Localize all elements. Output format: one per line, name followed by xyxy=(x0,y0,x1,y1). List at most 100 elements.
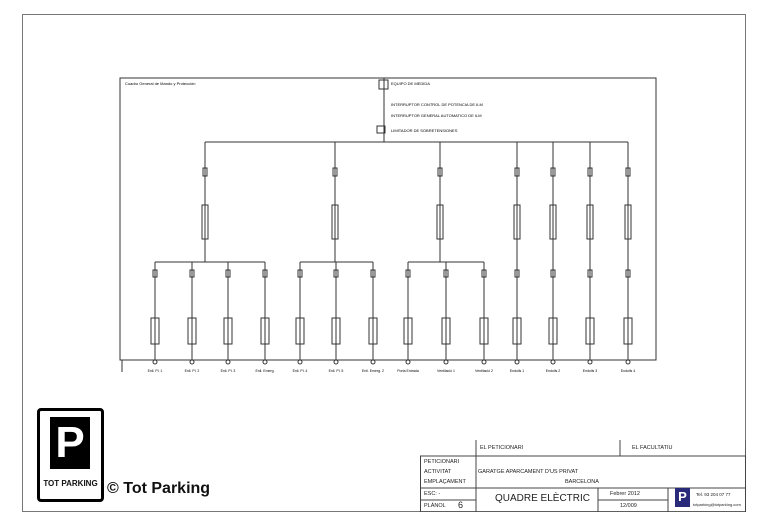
label-activitat: ACTIVITAT xyxy=(424,469,452,475)
cable-spec-block xyxy=(331,204,339,240)
output-breaker-icon xyxy=(514,269,520,278)
output-spec-block xyxy=(150,317,160,345)
reference: 12/009 xyxy=(620,503,637,509)
drawing-sheet xyxy=(22,14,746,512)
cable-spec-block xyxy=(436,204,444,240)
cable-spec-block xyxy=(513,204,521,240)
panel-frame xyxy=(119,77,657,361)
output-breaker-icon xyxy=(625,269,631,278)
output-spec-block xyxy=(223,317,233,345)
activitat-value: GARATGE APARCAMENT D'US PRIVAT xyxy=(478,469,579,475)
output-terminal-icon xyxy=(370,359,376,365)
label-esc: ESC: - xyxy=(424,491,441,497)
label-peticionari: PETICIONARI xyxy=(424,459,460,465)
email: totparking@totparking.com xyxy=(693,502,741,507)
output-terminal-icon xyxy=(625,359,631,365)
output-breaker-icon xyxy=(370,269,376,278)
output-terminal-icon xyxy=(297,359,303,365)
output-spec-block xyxy=(295,317,305,345)
phone: Tel. 93 204 07 77 xyxy=(696,492,731,497)
peticionari-header: EL PETICIONARI xyxy=(480,445,524,451)
breaker-icon xyxy=(202,167,208,177)
emplacament-value: BARCELONA xyxy=(565,479,599,485)
output-breaker-icon xyxy=(189,269,195,278)
iga-label: INTERRUPTOR GENERAL AUTOMATICO DE ILM xyxy=(391,113,482,118)
meter-icon xyxy=(378,79,389,90)
output-label: Ventilació 2 xyxy=(475,369,493,373)
output-terminal-icon xyxy=(333,359,339,365)
breaker-icon xyxy=(332,167,338,177)
planol-number: 6 xyxy=(458,500,464,510)
output-label: Enll. Pl. 2 xyxy=(185,369,200,373)
output-label: Endolls 3 xyxy=(583,369,597,373)
output-breaker-icon xyxy=(550,269,556,278)
breaker-icon xyxy=(587,167,593,177)
output-spec-block xyxy=(479,317,489,345)
output-label: Enll. Pl. 4 xyxy=(293,369,308,373)
label-planol: PLÀNOL xyxy=(424,503,446,509)
output-label: Ventilació 1 xyxy=(437,369,455,373)
limiter-icon xyxy=(376,125,386,134)
output-terminal-icon xyxy=(405,359,411,365)
label-emplacament: EMPLAÇAMENT xyxy=(424,479,466,485)
output-breaker-icon xyxy=(481,269,487,278)
facultatiu-header: EL FACULTATIU xyxy=(632,445,673,451)
limiter-label: LIMITADOR DE SOBRETENSIONES xyxy=(391,128,458,133)
breaker-icon xyxy=(514,167,520,177)
cable-spec-block xyxy=(549,204,557,240)
output-label: Endolls 1 xyxy=(510,369,524,373)
output-terminal-icon xyxy=(262,359,268,365)
output-terminal-icon xyxy=(587,359,593,365)
output-spec-block xyxy=(187,317,197,345)
output-breaker-icon xyxy=(405,269,411,278)
breaker-icon xyxy=(625,167,631,177)
output-terminal-icon xyxy=(481,359,487,365)
output-breaker-icon xyxy=(297,269,303,278)
icp-label: INTERRUPTOR CONTROL DE POTENCIA DE ILM xyxy=(391,102,483,107)
output-spec-block xyxy=(331,317,341,345)
meter-label: EQUIPO DE MEDIDA xyxy=(391,81,430,86)
plan-title: QUADRE ELÈCTRIC xyxy=(495,493,591,504)
mini-logo: P xyxy=(675,488,690,507)
output-terminal-icon xyxy=(152,359,158,365)
output-spec-block xyxy=(441,317,451,345)
output-terminal-icon xyxy=(550,359,556,365)
output-spec-block xyxy=(585,317,595,345)
parking-p-icon: P xyxy=(50,417,90,469)
main-panel-label: Cuadro General de Mando y Protección xyxy=(125,81,195,86)
output-spec-block xyxy=(512,317,522,345)
output-breaker-icon xyxy=(333,269,339,278)
output-label: Enll. Pl. 3 xyxy=(221,369,236,373)
date: Febrer 2012 xyxy=(610,491,640,497)
cable-spec-block xyxy=(201,204,209,240)
output-breaker-icon xyxy=(225,269,231,278)
output-label: Enll. Emerg. xyxy=(255,369,274,373)
output-label: Enll. Emerg. 2 xyxy=(362,369,384,373)
output-spec-block xyxy=(623,317,633,345)
output-label: Endolls 4 xyxy=(621,369,635,373)
output-terminal-icon xyxy=(443,359,449,365)
output-spec-block xyxy=(403,317,413,345)
logo-name: TOT PARKING xyxy=(43,479,98,488)
output-label: Enll. Pl. 5 xyxy=(329,369,344,373)
output-label: Enll. Pl. 1 xyxy=(148,369,163,373)
tot-parking-logo: P TOT PARKING xyxy=(37,408,104,502)
output-spec-block xyxy=(548,317,558,345)
copyright: © Tot Parking xyxy=(107,480,211,497)
output-terminal-icon xyxy=(189,359,195,365)
output-breaker-icon xyxy=(443,269,449,278)
output-terminal-icon xyxy=(225,359,231,365)
output-breaker-icon xyxy=(587,269,593,278)
output-breaker-icon xyxy=(152,269,158,278)
output-breaker-icon xyxy=(262,269,268,278)
cable-spec-block xyxy=(586,204,594,240)
output-label: Endolls 2 xyxy=(546,369,560,373)
output-terminal-icon xyxy=(514,359,520,365)
output-label: Porta Entrada xyxy=(397,369,419,373)
title-block: EL PETICIONARI EL FACULTATIU PETICIONARI… xyxy=(420,440,746,512)
breaker-icon xyxy=(437,167,443,177)
breaker-icon xyxy=(550,167,556,177)
output-spec-block xyxy=(368,317,378,345)
output-spec-block xyxy=(260,317,270,345)
